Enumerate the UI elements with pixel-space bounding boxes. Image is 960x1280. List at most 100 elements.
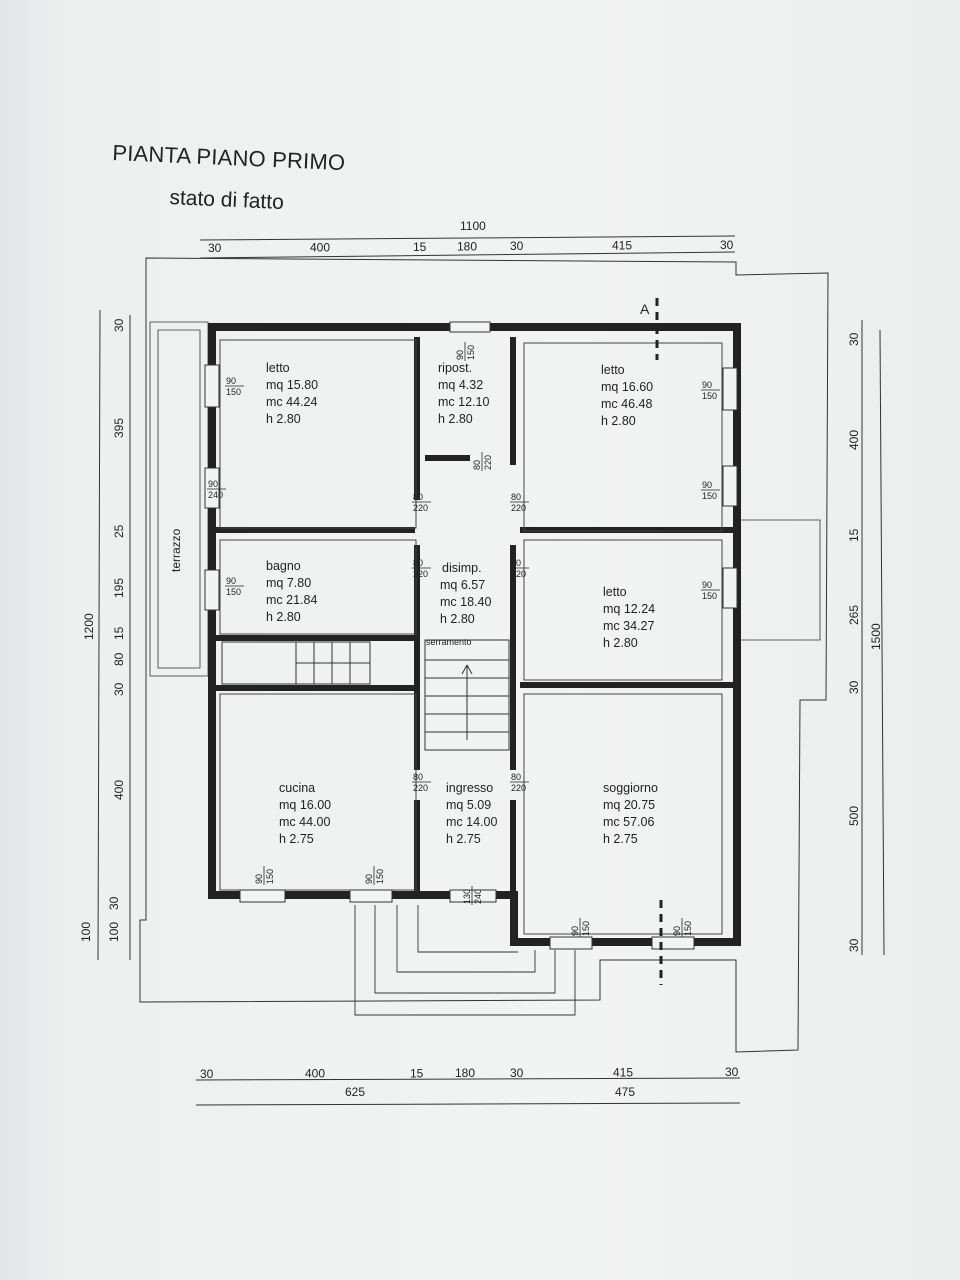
dim-right: 265 bbox=[847, 605, 861, 625]
dim-left: 100 bbox=[107, 922, 121, 942]
room-area: mq 7.80 bbox=[266, 576, 311, 590]
opening-width: 130 bbox=[462, 889, 472, 904]
opening-height: 220 bbox=[511, 569, 526, 579]
room-height: h 2.80 bbox=[601, 414, 636, 428]
opening-height: 220 bbox=[413, 503, 428, 513]
opening-height: 220 bbox=[483, 455, 493, 470]
dim-left: 15 bbox=[112, 626, 126, 640]
opening-height: 150 bbox=[466, 345, 476, 360]
dim-bottom: 30 bbox=[725, 1065, 739, 1079]
opening-width: 80 bbox=[511, 492, 521, 502]
opening-height: 150 bbox=[683, 921, 693, 936]
opening-width: 90 bbox=[226, 576, 236, 586]
opening-height: 240 bbox=[208, 490, 223, 500]
opening-width: 80 bbox=[511, 558, 521, 568]
room-area: mq 16.60 bbox=[601, 380, 653, 394]
opening-height: 150 bbox=[702, 591, 717, 601]
dim-top: 15 bbox=[413, 240, 427, 254]
dim-left: 100 bbox=[79, 922, 93, 942]
room-volume: mc 46.48 bbox=[601, 397, 652, 411]
room-height: h 2.80 bbox=[438, 412, 473, 426]
room-volume: mc 44.24 bbox=[266, 395, 317, 409]
dim-bottom: 180 bbox=[455, 1066, 475, 1080]
dim-bottom: 30 bbox=[510, 1066, 524, 1080]
opening-width: 80 bbox=[472, 460, 482, 470]
dim-left: 30 bbox=[112, 682, 126, 696]
dim-right-total: 1500 bbox=[869, 623, 883, 650]
dim-right: 30 bbox=[847, 938, 861, 952]
opening-height: 220 bbox=[413, 569, 428, 579]
dim-right: 15 bbox=[847, 528, 861, 542]
dim-bottom: 400 bbox=[305, 1067, 325, 1081]
opening-height: 150 bbox=[226, 587, 241, 597]
opening-width: 80 bbox=[511, 772, 521, 782]
dim-top: 30 bbox=[208, 241, 222, 255]
opening-width: 90 bbox=[702, 380, 712, 390]
front-steps bbox=[354, 905, 576, 1016]
dim-left: 400 bbox=[112, 780, 126, 800]
room-name: cucina bbox=[279, 781, 315, 795]
opening-width: 90 bbox=[254, 874, 264, 884]
dim-bottom-total: 475 bbox=[615, 1085, 635, 1099]
room-area: mq 5.09 bbox=[446, 798, 491, 812]
room-volume: mc 18.40 bbox=[440, 595, 491, 609]
opening-height: 220 bbox=[413, 783, 428, 793]
room-name: letto bbox=[601, 363, 625, 377]
dim-bottom: 30 bbox=[200, 1067, 214, 1081]
terrace-label: terrazzo bbox=[169, 528, 183, 572]
dim-top-total: 1100 bbox=[460, 219, 486, 233]
room-volume: mc 14.00 bbox=[446, 815, 497, 829]
opening-height: 240 bbox=[473, 889, 483, 904]
exterior-walls bbox=[208, 323, 741, 946]
room-volume: mc 12.10 bbox=[438, 395, 489, 409]
dim-right: 30 bbox=[847, 680, 861, 694]
opening-width: 90 bbox=[364, 874, 374, 884]
site-outline bbox=[139, 257, 829, 1053]
dim-top: 400 bbox=[310, 241, 330, 255]
opening-height: 150 bbox=[375, 869, 385, 884]
stair-label: serramento bbox=[426, 637, 472, 647]
dim-left: 395 bbox=[112, 418, 126, 438]
dim-top: 415 bbox=[612, 239, 632, 253]
room-volume: mc 57.06 bbox=[603, 815, 654, 829]
opening-width: 90 bbox=[702, 480, 712, 490]
room-height: h 2.80 bbox=[266, 610, 301, 624]
opening-height: 220 bbox=[511, 503, 526, 513]
opening-width: 90 bbox=[570, 926, 580, 936]
dim-top: 30 bbox=[510, 239, 524, 253]
dim-top: 180 bbox=[457, 240, 477, 254]
room-volume: mc 21.84 bbox=[266, 593, 317, 607]
opening-width: 90 bbox=[208, 479, 218, 489]
dim-left: 195 bbox=[112, 578, 126, 598]
room-area: mq 16.00 bbox=[279, 798, 331, 812]
dim-right: 400 bbox=[847, 430, 861, 450]
room-volume: mc 34.27 bbox=[603, 619, 654, 633]
opening-height: 150 bbox=[702, 491, 717, 501]
dim-left: 25 bbox=[112, 524, 126, 538]
room-name: letto bbox=[266, 361, 290, 375]
room-name: ingresso bbox=[446, 781, 493, 795]
opening-width: 90 bbox=[226, 376, 236, 386]
opening-width: 90 bbox=[455, 350, 465, 360]
opening-height: 150 bbox=[702, 391, 717, 401]
section-line bbox=[655, 298, 663, 985]
